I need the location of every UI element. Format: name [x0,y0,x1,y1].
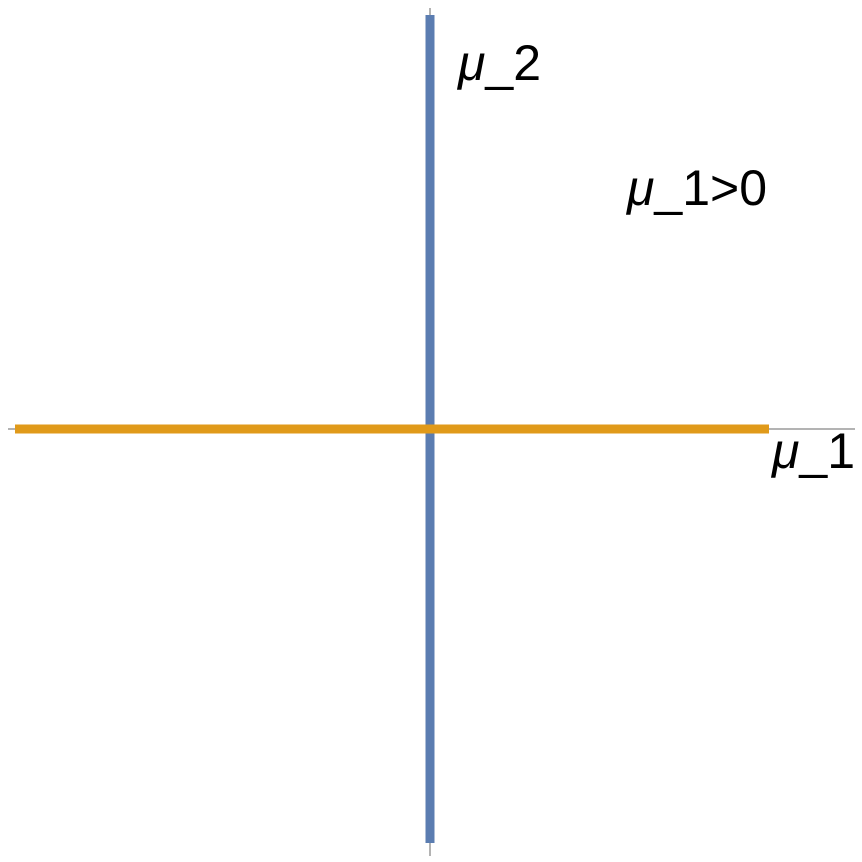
region-annotation: μ_1>0 [625,160,767,216]
y-axis-label: μ_2 [456,35,541,91]
x-axis-label: μ_1 [770,423,855,479]
